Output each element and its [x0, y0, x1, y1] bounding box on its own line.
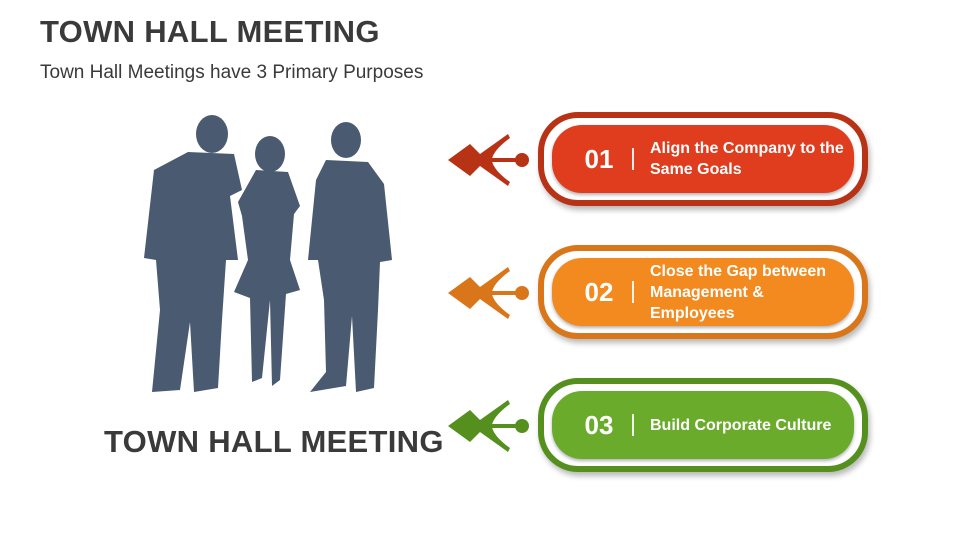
- purpose-text: Build Corporate Culture: [650, 416, 832, 434]
- separator: [632, 148, 634, 170]
- separator: [632, 281, 634, 303]
- separator: [632, 414, 634, 436]
- arrow-left-icon: [448, 134, 529, 186]
- purpose-item: 03 Build Corporate Culture: [440, 378, 880, 478]
- purpose-number: 02: [584, 276, 614, 307]
- illustration-caption: TOWN HALL MEETING: [104, 424, 444, 459]
- purpose-card: 03 Build Corporate Culture: [538, 378, 868, 472]
- page-subtitle: Town Hall Meetings have 3 Primary Purpos…: [40, 62, 424, 83]
- purpose-card-inner: 02 Close the Gap between Management & Emp…: [552, 258, 854, 326]
- purpose-text: Align the Company to the Same Goals: [650, 140, 844, 178]
- purpose-card: 01 Align the Company to the Same Goals: [538, 112, 868, 206]
- arrow-left-icon: [448, 400, 529, 452]
- purpose-card-inner: 03 Build Corporate Culture: [552, 391, 854, 459]
- purpose-item: 01 Align the Company to the Same Goals: [440, 112, 880, 212]
- purpose-number: 01: [584, 143, 614, 174]
- people-silhouette-icon: [144, 115, 392, 392]
- purpose-text: Close the Gap between Management & Emplo…: [650, 262, 827, 322]
- page-title: TOWN HALL MEETING: [40, 14, 380, 49]
- purpose-card-inner: 01 Align the Company to the Same Goals: [552, 125, 854, 193]
- purpose-item: 02 Close the Gap between Management & Emp…: [440, 245, 880, 345]
- purpose-number: 03: [584, 409, 614, 440]
- arrow-left-icon: [448, 267, 529, 319]
- purpose-card: 02 Close the Gap between Management & Emp…: [538, 245, 868, 339]
